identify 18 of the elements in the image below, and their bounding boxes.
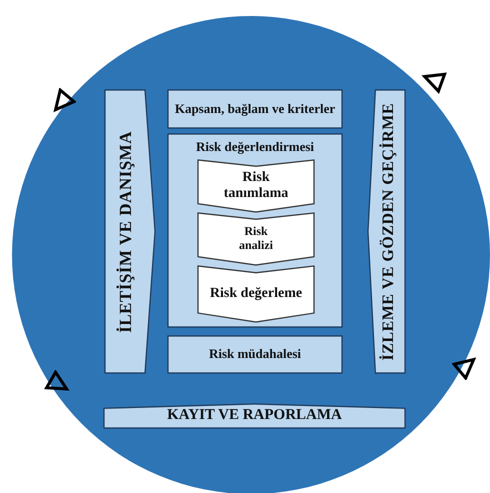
step-label: KAYIT VE RAPORLAMA [167,407,342,425]
step-label: Risk değerleme [208,286,304,302]
side-panel [105,90,155,373]
step-label: Kapsam, bağlam ve kriterler [174,102,336,116]
process-step [198,160,314,212]
process-step [198,266,314,322]
panel-heading: Risk değerlendirmesi [196,140,314,155]
step-label: İLETİŞİM VE DANIŞMA [116,130,136,332]
side-panel [368,90,405,373]
bottom-banner [104,404,405,428]
process-step [198,213,314,265]
step-label: Risk analizi [238,225,274,253]
step-label: Risk tanımlama [222,170,290,202]
step-label: İZLEME VE GÖZDEN GEÇİRME [380,102,398,360]
process-panel [168,134,342,327]
step-label: Risk müdahalesi [208,347,302,362]
process-panel [168,336,342,373]
process-panel [168,90,342,128]
